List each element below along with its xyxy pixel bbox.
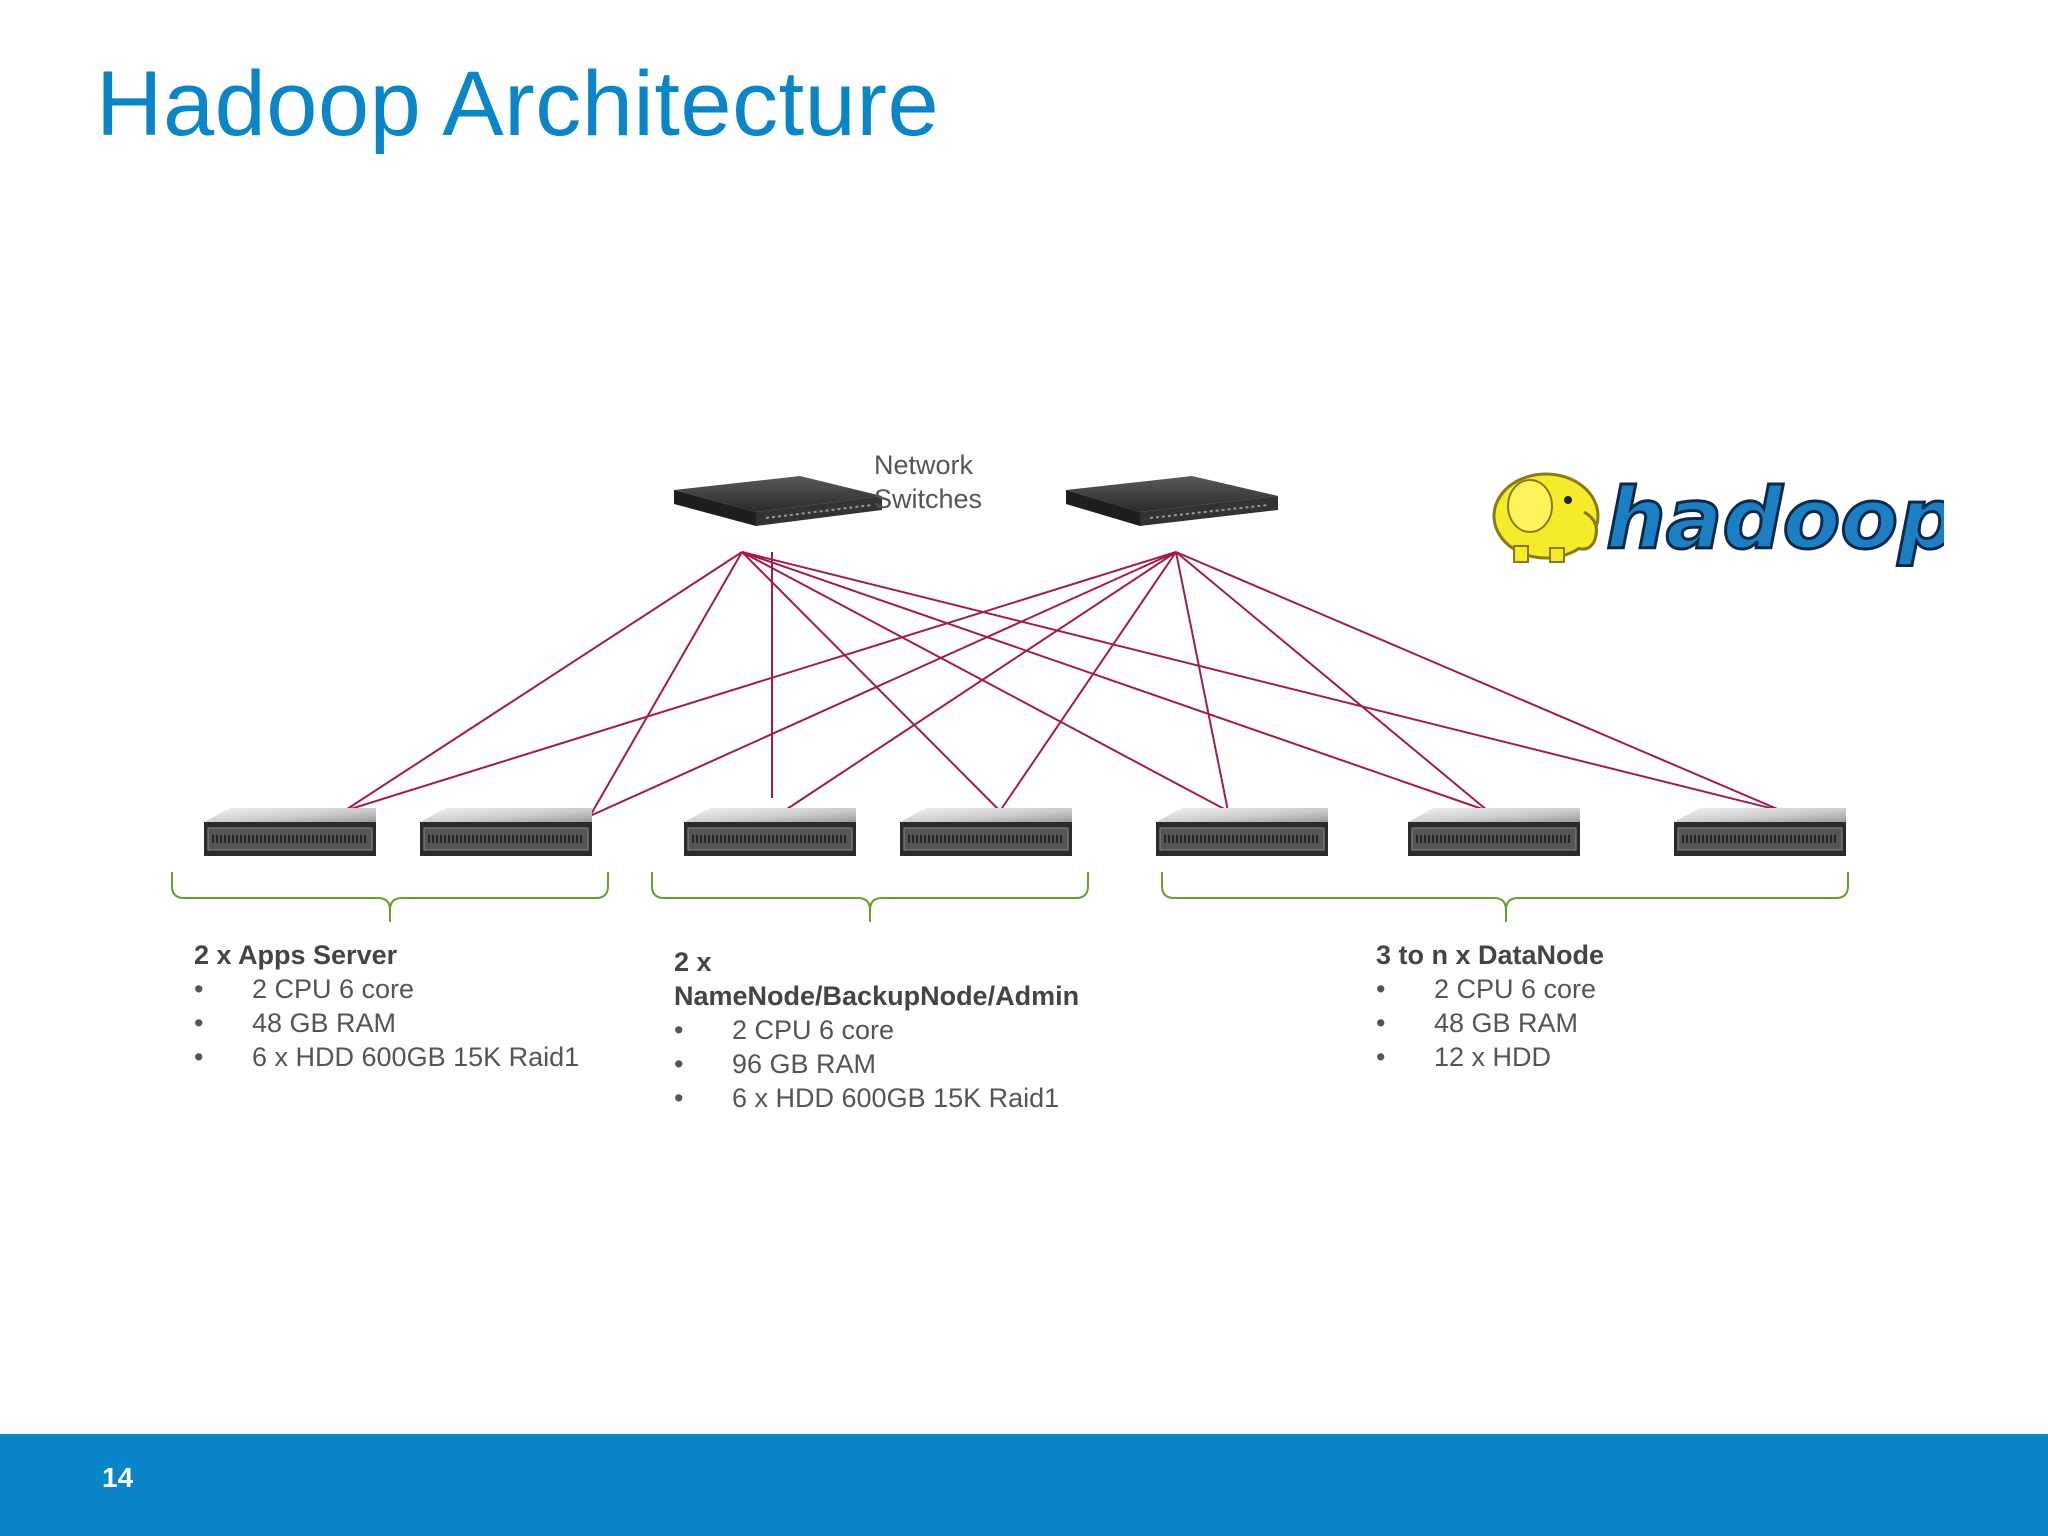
spec-item: 12 x HDD — [1376, 1040, 1604, 1074]
elephant-icon — [1492, 472, 1600, 563]
server — [1156, 808, 1328, 856]
server — [204, 808, 376, 856]
hadoop-logo: hadoop — [1492, 469, 1944, 568]
group-heading-line1: 2 x — [674, 947, 712, 977]
spec-item: 48 GB RAM — [1376, 1006, 1604, 1040]
network-switch — [674, 476, 882, 526]
bracket-namenode — [651, 872, 1089, 922]
server — [684, 808, 856, 856]
hadoop-logo-text: hadoop — [1606, 470, 1944, 568]
group-heading: 2 x Apps Server — [194, 940, 398, 970]
spec-item: 2 CPU 6 core — [1376, 972, 1604, 1006]
group-heading: 3 to n x DataNode — [1376, 940, 1605, 970]
spec-item: 2 CPU 6 core — [194, 972, 579, 1006]
server — [420, 808, 592, 856]
network-switch — [1066, 476, 1278, 526]
bracket-apps — [171, 872, 609, 922]
group-apps-server: 2 x Apps Server 2 CPU 6 core 48 GB RAM 6… — [194, 938, 579, 1074]
spec-item: 6 x HDD 600GB 15K Raid1 — [674, 1081, 1079, 1115]
spec-item: 6 x HDD 600GB 15K Raid1 — [194, 1040, 579, 1074]
network-switches-label: Network Switches — [874, 450, 983, 514]
group-datanode: 3 to n x DataNode 2 CPU 6 core 48 GB RAM… — [1376, 938, 1604, 1074]
footer-bar: 14 — [0, 1434, 2048, 1536]
server — [1408, 808, 1580, 856]
page-number: 14 — [102, 1462, 134, 1493]
server — [900, 808, 1072, 856]
bracket-datanode — [1161, 872, 1849, 922]
connection-lines — [343, 551, 1783, 817]
server — [1674, 808, 1846, 856]
page-title: Hadoop Architecture — [96, 53, 940, 155]
spec-item: 48 GB RAM — [194, 1006, 579, 1040]
group-heading-line2: NameNode/BackupNode/Admin — [674, 981, 1080, 1011]
group-brackets — [171, 872, 1849, 922]
group-namenode: 2 x NameNode/BackupNode/Admin 2 CPU 6 co… — [674, 945, 1079, 1115]
spec-item: 2 CPU 6 core — [674, 1013, 1079, 1047]
spec-item: 96 GB RAM — [674, 1047, 1079, 1081]
